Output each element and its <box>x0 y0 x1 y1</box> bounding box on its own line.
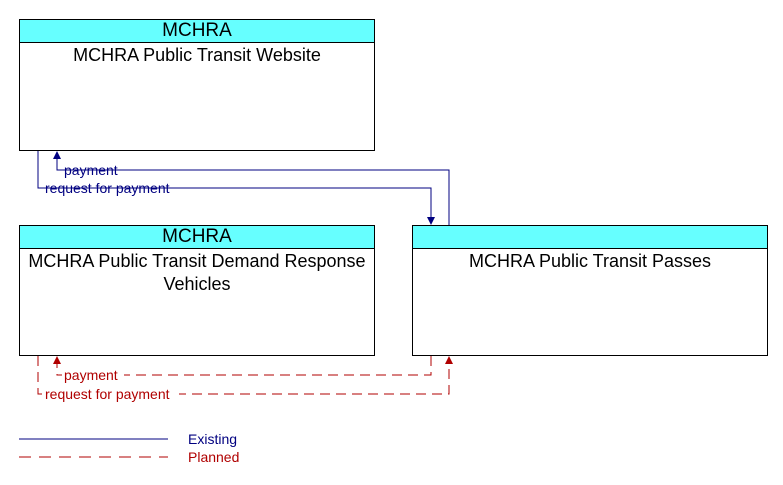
node-mchra-public-transit-demand-response-vehicles[interactable]: MCHRA MCHRA Public Transit Demand Respon… <box>19 225 375 356</box>
flow-label-request-for-payment: request for payment <box>45 386 170 402</box>
flow-planned-payment[interactable]: payment <box>53 356 432 383</box>
legend-existing-label: Existing <box>188 431 237 447</box>
node-mchra-public-transit-website[interactable]: MCHRA MCHRA Public Transit Website <box>19 19 375 151</box>
node-title: MCHRA Public Transit Demand Response Veh… <box>28 251 366 294</box>
arrowhead-down-icon <box>427 217 435 225</box>
node-title: MCHRA Public Transit Website <box>73 45 321 65</box>
node-owner-header <box>413 226 767 249</box>
legend-planned-label: Planned <box>188 449 239 465</box>
flow-planned-request-for-payment[interactable]: request for payment <box>37 356 453 402</box>
node-owner-header: MCHRA <box>20 20 374 43</box>
arrowhead-up-icon <box>445 356 453 364</box>
node-title: MCHRA Public Transit Passes <box>468 251 712 271</box>
arrowhead-up-icon <box>53 356 61 364</box>
flow-existing-payment[interactable]: payment <box>53 151 450 225</box>
flow-label-request-for-payment: request for payment <box>45 180 170 196</box>
node-mchra-public-transit-passes[interactable]: MCHRA Public Transit Passes <box>412 225 768 356</box>
arrowhead-up-icon <box>53 151 61 159</box>
flow-label-payment: payment <box>64 367 118 383</box>
flow-existing-request-for-payment[interactable]: request for payment <box>37 151 435 225</box>
flow-label-payment: payment <box>64 162 118 178</box>
legend: Existing Planned <box>19 431 239 465</box>
node-owner-header: MCHRA <box>20 226 374 249</box>
